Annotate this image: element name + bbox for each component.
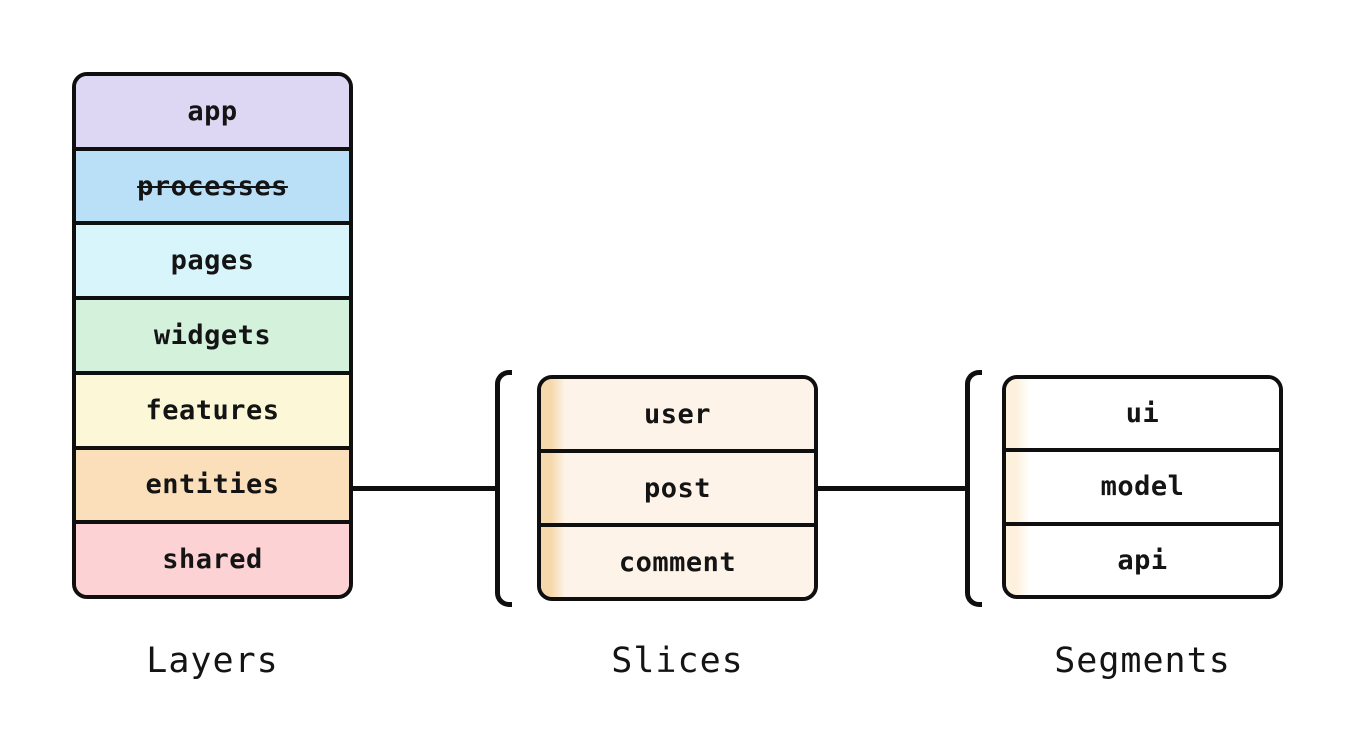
- segments-stack: ui model api: [1002, 375, 1283, 599]
- layers-stack: app processes pages widgets features ent…: [72, 72, 353, 599]
- layer-label-app: app: [187, 95, 238, 127]
- layer-row-processes: processes: [76, 146, 349, 222]
- slice-row-post: post: [541, 449, 814, 523]
- segment-row-api: api: [1006, 521, 1279, 595]
- slice-label-user: user: [643, 398, 712, 430]
- slice-label-comment: comment: [618, 546, 737, 578]
- slice-label-post: post: [643, 472, 712, 504]
- caption-slices: Slices: [611, 641, 744, 681]
- slice-row-user: user: [541, 379, 814, 449]
- segment-label-ui: ui: [1125, 398, 1160, 430]
- segment-label-api: api: [1117, 544, 1168, 576]
- layer-label-processes: processes: [137, 170, 288, 202]
- caption-layers: Layers: [146, 641, 279, 681]
- slices-bracket: [495, 370, 512, 607]
- layer-label-widgets: widgets: [153, 320, 272, 352]
- slice-row-comment: comment: [541, 523, 814, 597]
- slices-stack: user post comment: [537, 375, 818, 601]
- connector-slices-to-segments: [816, 486, 966, 491]
- layer-row-features: features: [76, 370, 349, 446]
- layer-row-pages: pages: [76, 221, 349, 297]
- layer-label-shared: shared: [162, 544, 263, 576]
- layer-label-features: features: [145, 394, 280, 426]
- segment-row-model: model: [1006, 448, 1279, 522]
- connector-entities-to-slices: [351, 486, 497, 491]
- segments-bracket: [965, 370, 982, 607]
- layer-row-widgets: widgets: [76, 296, 349, 371]
- caption-segments: Segments: [1054, 641, 1231, 681]
- segment-label-model: model: [1100, 471, 1185, 503]
- layer-label-pages: pages: [170, 245, 255, 277]
- layer-row-shared: shared: [76, 520, 349, 595]
- layer-row-app: app: [76, 76, 349, 147]
- layer-row-entities: entities: [76, 445, 349, 521]
- segment-row-ui: ui: [1006, 379, 1279, 449]
- layer-label-entities: entities: [145, 469, 280, 501]
